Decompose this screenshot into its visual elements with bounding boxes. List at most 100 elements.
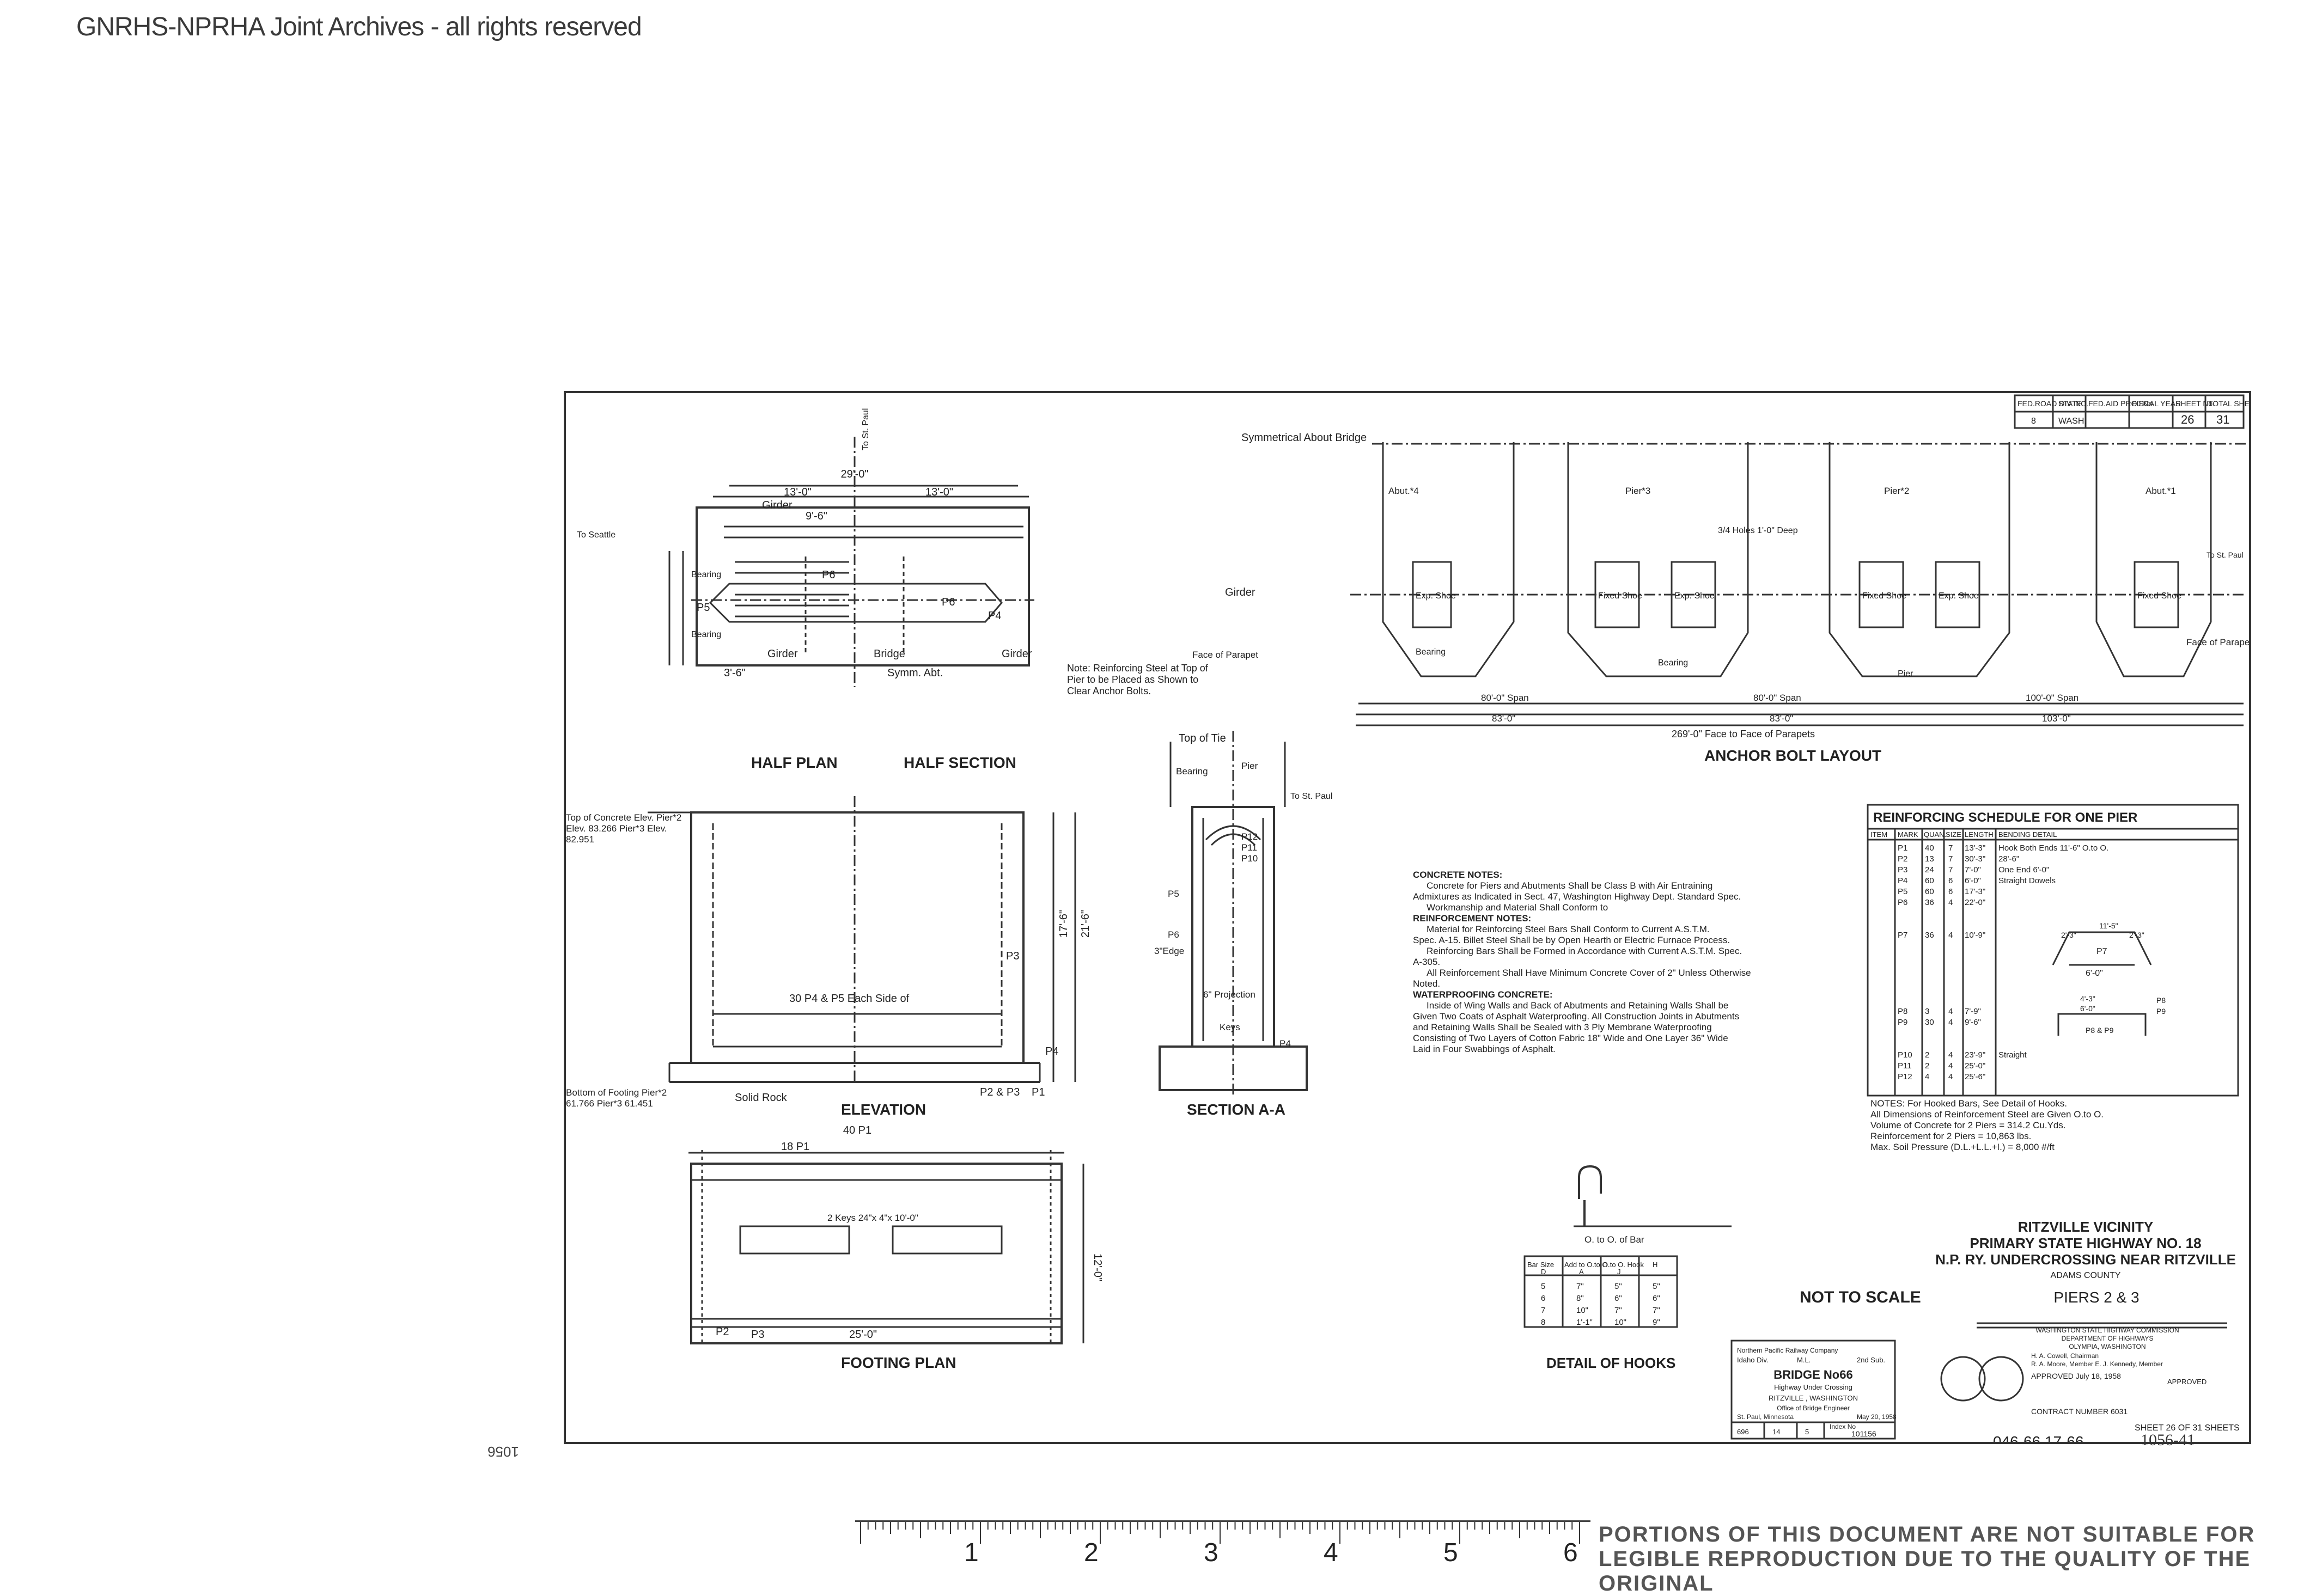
footing-p3: P3 (751, 1329, 764, 1341)
half-plan-p6-right: P6 (942, 596, 955, 608)
elevation-p2p3: P2 & P3 (980, 1086, 1020, 1098)
bridge-div: Idaho Div. (1737, 1356, 1769, 1364)
schedule-header-size: SIZE (1946, 830, 1961, 839)
notes-l1: Concrete for Piers and Abutments Shall b… (1427, 880, 1712, 891)
anchor-bearing-1: Bearing (1416, 647, 1446, 657)
schedule-cell: 9'-6" (1965, 1018, 1981, 1027)
shoe-fixed-abut1: Fixed Shoe (2137, 591, 2181, 601)
schedule-header-length: LENGTH (1965, 830, 1994, 839)
tb-header-total: TOTAL SHEETS (2208, 399, 2249, 408)
tb-value-div: 8 (2031, 417, 2036, 426)
elevation-p4p5: 30 P4 & P5 Each Side of (789, 993, 910, 1005)
footing-width: 12'-0" (1092, 1253, 1104, 1281)
schedule-cell: P11 (1898, 1061, 1912, 1071)
ruler-num-4: 4 (1324, 1538, 1338, 1565)
tb-header-div: FED.ROAD DIV. NO. (2017, 399, 2089, 408)
reference-number: 1056-41 (2141, 1431, 2195, 1449)
bridge-val-2: 5 (1805, 1428, 1809, 1436)
elevation-p4: P4 (1045, 1045, 1058, 1057)
notes-l12: and Retaining Walls Shall be Sealed with… (1413, 1022, 1712, 1032)
schedule-cell: 4 (1948, 1061, 1953, 1071)
title-line4: ADAMS COUNTY (2051, 1271, 2121, 1280)
bridge-val-0: 696 (1737, 1428, 1749, 1436)
schedule-cell: 4 (1948, 931, 1953, 940)
schedule-cell: 36 (1925, 898, 1934, 907)
half-plan-bearing-bottom: Bearing (691, 630, 721, 639)
section-p5: P5 (1168, 889, 1179, 899)
top-concrete-box: Top of Concrete Elev. Pier*2 Elev. 83.26… (566, 812, 681, 845)
span2-3: 103'-0" (2042, 713, 2071, 724)
schedule-cell: P6 (1898, 898, 1907, 907)
section-top-of-tie: Top of Tie (1179, 732, 1226, 744)
support-pier2: Pier*2 (1884, 486, 1909, 496)
elevation-title: ELEVATION (841, 1101, 926, 1118)
title-members1: H. A. Cowell, Chairman (2031, 1352, 2099, 1360)
hooks-cell: 5" (1614, 1282, 1622, 1291)
schedule-cell: P3 (1898, 865, 1907, 875)
title-drawing-no: 046-66.17-66 (1993, 1433, 2084, 1442)
span2-2: 83'-0" (1770, 713, 1793, 724)
hooks-cell: 7" (1576, 1282, 1584, 1291)
hooks-cell: 1'-1" (1576, 1318, 1593, 1327)
anchor-bearing-2: Bearing (1658, 658, 1688, 668)
hooks-cell: 10" (1614, 1318, 1626, 1327)
schedule-header-quan: QUAN. (1924, 830, 1946, 839)
notes-l2: Admixtures as Indicated in Sect. 47, Was… (1413, 891, 1741, 902)
support-abut1: Abut.*1 (2145, 486, 2176, 496)
notes-l11: Given Two Coats of Asphalt Waterproofing… (1413, 1011, 1739, 1022)
schedule-note-0: NOTES: For Hooked Bars, See Detail of Ho… (1870, 1098, 2067, 1109)
schedule-cell: P9 (1898, 1018, 1907, 1027)
schedule-p7-dim: 6'-0" (2086, 969, 2103, 978)
section-p4: P4 (1279, 1038, 1291, 1049)
bridge-val-1: 14 (1772, 1428, 1780, 1436)
bridge-sheet-no: 101156 (1851, 1429, 1876, 1438)
support-abut4: Abut.*4 (1388, 486, 1419, 496)
schedule-cell: 60 (1925, 887, 1934, 896)
shoe-exp-pier3: Exp. Shoe (1674, 591, 1715, 601)
half-plan-9-6: 9'-6" (806, 510, 827, 522)
anchor-face-parapet-right: Face of Parapet (2186, 637, 2249, 647)
ruler-svg: 1 2 3 4 5 6 (860, 1522, 1580, 1567)
notes-l13: Consisting of Two Layers of Cotton Fabri… (1413, 1033, 1728, 1043)
notes-l9: Noted. (1413, 979, 1440, 989)
hooks-cell: 8 (1541, 1318, 1545, 1327)
schedule-cell: 6 (1948, 876, 1953, 885)
footing-p2: P2 (716, 1326, 729, 1338)
schedule-cell: 30'-3" (1965, 854, 1985, 864)
ruler-num-6: 6 (1563, 1538, 1578, 1565)
notes-l6: Reinforcing Bars Shall be Formed in Acco… (1427, 946, 1742, 956)
elevation-p3: P3 (1006, 950, 1019, 962)
bridge-location: RITZVILLE , WASHINGTON (1769, 1394, 1858, 1402)
hooks-cell: 9" (1653, 1318, 1660, 1327)
tb-header-state: STATE (2058, 399, 2082, 408)
schedule-note-1: All Dimensions of Reinforcement Steel ar… (1870, 1109, 2104, 1120)
schedule-d115: 11'-5" (2099, 921, 2118, 930)
span-2: 80'-0" Span (1753, 693, 1801, 703)
notes-waterproofing-heading: WATERPROOFING CONCRETE: (1413, 989, 1553, 1000)
anchor-holes: 3/4 Holes 1'-0" Deep (1718, 526, 1798, 535)
half-plan-p5: P5 (697, 602, 710, 614)
schedule-cell: 4 (1948, 1018, 1953, 1027)
schedule-cell: Straight Dowels (1998, 876, 2056, 885)
title-line3: N.P. RY. UNDERCROSSING NEAR RITZVILLE (1935, 1251, 2236, 1268)
schedule-cell: One End 6'-0" (1998, 865, 2049, 875)
bridge-index: Index No (1830, 1423, 1856, 1430)
tb-header-sheet: SHEET No. (2175, 399, 2215, 408)
section-p11: P11 (1241, 842, 1257, 853)
bridge-office: Office of Bridge Engineer (1777, 1404, 1850, 1412)
title-dept: DEPARTMENT OF HIGHWAYS (2062, 1335, 2154, 1342)
schedule-cell: P4 (1898, 876, 1907, 885)
notes-concrete-heading: CONCRETE NOTES: (1413, 870, 1502, 880)
schedule-cell: 7 (1948, 865, 1953, 875)
notes-l14: Laid in Four Swabbings of Asphalt. (1413, 1044, 1556, 1054)
schedule-cell: 4 (1948, 1007, 1953, 1016)
footing-bottom-dim: 25'-0" (849, 1329, 877, 1341)
schedule-cell: 4 (1948, 898, 1953, 907)
half-plan-to-seattle: To Seattle (577, 530, 615, 540)
schedule-cell: P7 (1898, 931, 1907, 940)
elevation-bottom-footing: Bottom of Footing Pier*2 61.766 Pier*3 6… (566, 1087, 667, 1109)
hooks-cell: 7 (1541, 1306, 1545, 1315)
footing-top-dim: 40 P1 (843, 1124, 871, 1136)
schedule-cell: 4 (1948, 1050, 1953, 1060)
